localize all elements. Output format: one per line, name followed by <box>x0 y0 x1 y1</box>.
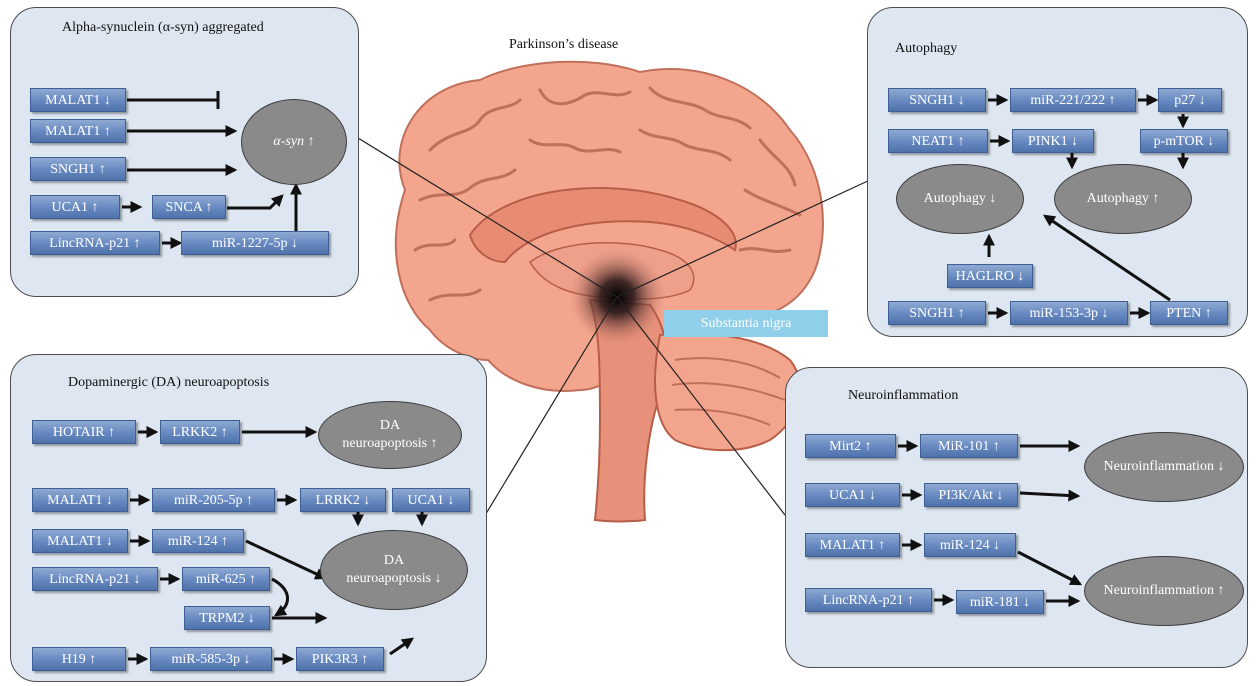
asyn-node-malat1-down: MALAT1 ↓ <box>30 88 126 112</box>
da-node-trpm2-down: TRPM2 ↓ <box>184 606 270 630</box>
corpus-callosum <box>468 186 737 264</box>
panel-asyn-title: Alpha-synuclein (α-syn) aggregated <box>62 20 264 35</box>
auto-node-sngh1-down: SNGH1 ↓ <box>888 88 986 112</box>
neuro-node-mirt2-up: Mirt2 ↑ <box>805 434 896 458</box>
da-node-lrkk2-up: LRKK2 ↑ <box>160 420 240 444</box>
substantia-nigra-label: Substantia nigra <box>664 310 828 337</box>
da-node-mir585-down: miR-585-3p ↓ <box>150 647 272 671</box>
da-node-lrrk2-down: LRRK2 ↓ <box>300 488 386 512</box>
da-node-malat1-down-2: MALAT1 ↓ <box>32 529 128 553</box>
neuro-node-lincrna-p21-up: LincRNA-p21 ↑ <box>805 588 932 612</box>
asyn-node-mir1227-down: miR-1227-5p ↓ <box>181 231 329 255</box>
da-node-uca1-down: UCA1 ↓ <box>392 488 470 512</box>
da-node-mir625-up: miR-625 ↑ <box>182 567 270 591</box>
da-oval-up: DA neuroapoptosis ↑ <box>318 401 462 469</box>
neuro-oval-down: Neuroinflammation ↓ <box>1084 432 1244 502</box>
connector-lines <box>357 137 871 518</box>
da-oval-down-line2: neuroapoptosis ↓ <box>346 571 442 586</box>
auto-node-pten-up: PTEN ↑ <box>1150 301 1228 325</box>
da-oval-up-line2: neuroapoptosis ↑ <box>342 436 438 451</box>
auto-oval-down: Autophagy ↓ <box>896 164 1024 234</box>
da-node-malat1-down-1: MALAT1 ↓ <box>32 488 128 512</box>
da-node-h19-up: H19 ↑ <box>32 647 126 671</box>
da-node-hotair-up: HOTAIR ↑ <box>32 420 136 444</box>
da-oval-up-line1: DA <box>379 418 401 433</box>
auto-oval-up: Autophagy ↑ <box>1054 164 1192 234</box>
auto-oval-down-label: Autophagy ↓ <box>923 191 997 206</box>
cerebellum-folia <box>671 357 786 426</box>
da-node-mir205-up: miR-205-5p ↑ <box>152 488 275 512</box>
auto-node-mir153-down: miR-153-3p ↓ <box>1010 301 1128 325</box>
da-oval-down: DA neuroapoptosis ↓ <box>320 530 468 610</box>
gyri-lines <box>413 86 802 302</box>
auto-node-sngh1-up: SNGH1 ↑ <box>888 301 986 325</box>
auto-node-mir221-222-up: miR-221/222 ↑ <box>1010 88 1136 112</box>
da-node-pik3r3-up: PIK3R3 ↑ <box>296 647 384 671</box>
da-node-lincrna-p21-down: LincRNA-p21 ↓ <box>32 567 158 591</box>
auto-node-p-mtor-down: p-mTOR ↓ <box>1140 129 1228 153</box>
auto-node-neat1-up: NEAT1 ↑ <box>888 129 988 153</box>
neuro-oval-up-label: Neuroinflammation ↑ <box>1103 583 1225 598</box>
asyn-node-snca-up: SNCA ↑ <box>152 195 226 219</box>
da-oval-down-line1: DA <box>383 553 405 568</box>
asyn-oval-label: α-syn ↑ <box>273 134 315 149</box>
panel-autophagy-title: Autophagy <box>895 41 958 56</box>
neuro-oval-up: Neuroinflammation ↑ <box>1084 556 1244 626</box>
panel-da-title: Dopaminergic (DA) neuroapoptosis <box>68 375 270 390</box>
auto-node-haglro-down: HAGLRO ↓ <box>947 264 1033 288</box>
neuro-oval-down-label: Neuroinflammation ↓ <box>1103 459 1225 474</box>
neuro-node-uca1-down: UCA1 ↓ <box>805 483 900 507</box>
auto-node-pink1-down: PINK1 ↓ <box>1012 129 1094 153</box>
neuro-node-mir101-up: MiR-101 ↑ <box>920 434 1018 458</box>
neuro-node-mir181-down: miR-181 ↓ <box>956 590 1044 614</box>
auto-node-p27-down: p27 ↓ <box>1158 88 1222 112</box>
cerebellum <box>654 332 802 452</box>
panel-neuro-title: Neuroinflammation <box>848 388 959 403</box>
page-title: Parkinson’s disease <box>509 37 619 52</box>
neuro-node-malat1-up: MALAT1 ↑ <box>805 533 900 557</box>
neuro-node-mir124-down: miR-124 ↓ <box>924 533 1016 557</box>
asyn-node-sngh1-up: SNGH1 ↑ <box>30 157 126 181</box>
asyn-node-lincrna-p21-up: LincRNA-p21 ↑ <box>30 231 160 255</box>
asyn-oval: α-syn ↑ <box>241 99 347 185</box>
neuro-node-pi3k-akt-down: PI3K/Akt ↓ <box>924 483 1018 507</box>
asyn-node-uca1-up: UCA1 ↑ <box>30 195 120 219</box>
asyn-node-malat1-up: MALAT1 ↑ <box>30 119 126 143</box>
da-node-mir124-up: miR-124 ↑ <box>152 529 244 553</box>
auto-oval-up-label: Autophagy ↑ <box>1086 191 1160 206</box>
